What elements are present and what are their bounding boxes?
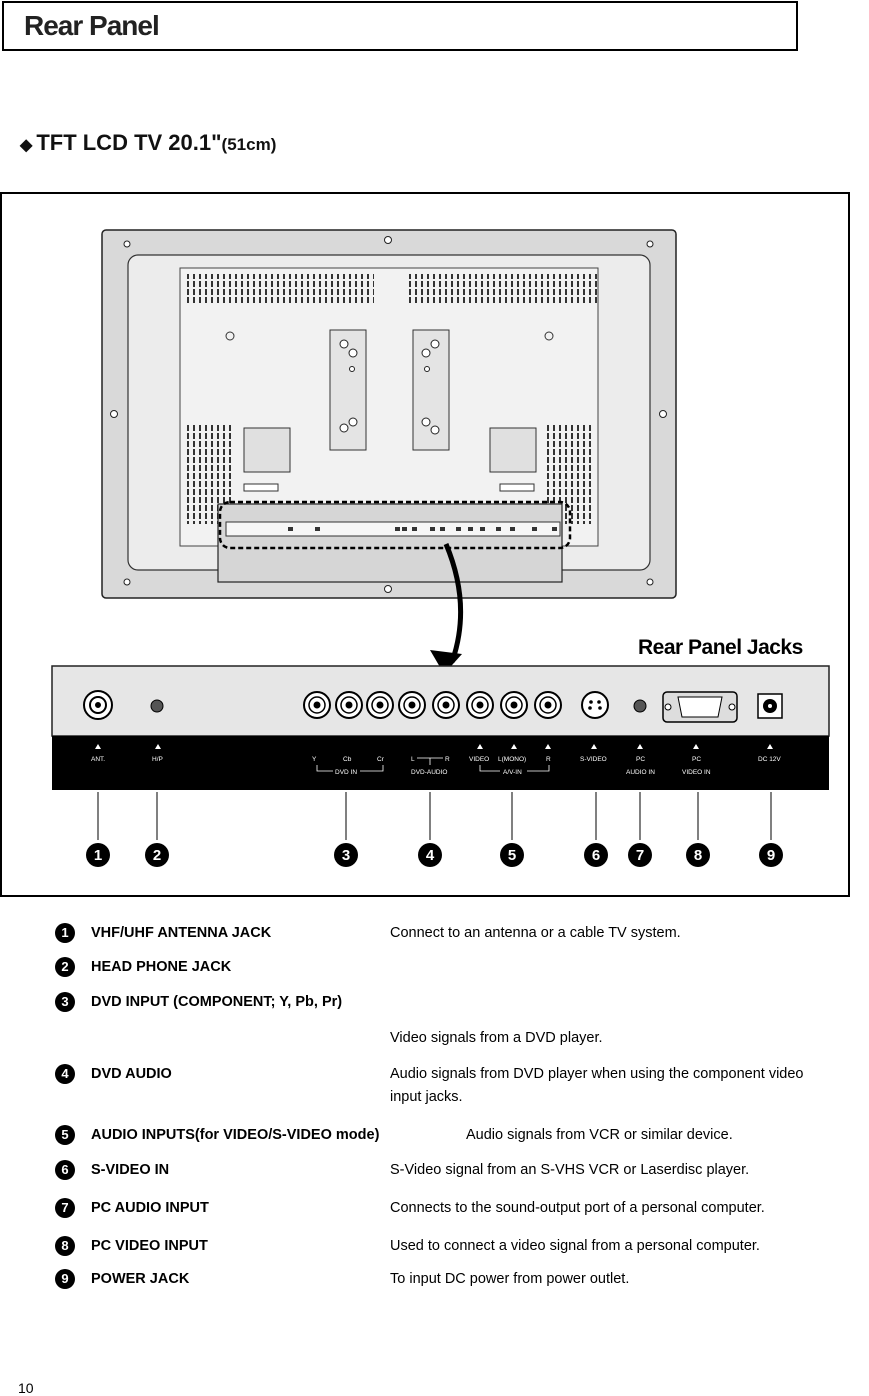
callout-number: 4 [426, 847, 435, 864]
label-hp: H/P [152, 756, 163, 763]
list-item: 2 HEAD PHONE JACK [0, 956, 869, 984]
title-box [2, 1, 798, 51]
list-item: 5 AUDIO INPUTS(for VIDEO/S-VIDEO mode) Aud… [0, 1124, 869, 1152]
label-y: Y [312, 756, 317, 763]
item-label: HEAD PHONE JACK [91, 959, 232, 975]
callout-number: 6 [592, 847, 600, 864]
tv-stand [217, 503, 563, 583]
callout-badge [500, 843, 524, 867]
item-number-badge: 5 [55, 1125, 75, 1145]
section-title: TFT LCD TV 20.1" [36, 130, 222, 155]
item-description: To input DC power from power outlet. [390, 1271, 630, 1287]
list-item: 9 POWER JACK To input DC power from power … [0, 1268, 869, 1296]
list-item: 8 PC VIDEO INPUT Used to connect a video s… [0, 1235, 869, 1263]
screw-icon [659, 410, 667, 418]
section-title-suffix: (51cm) [221, 135, 277, 154]
list-item: 1 VHF/UHF ANTENNA JACK Connect to an anten… [0, 922, 869, 950]
callout-number: 3 [342, 847, 350, 864]
section-heading: ◆TFT LCD TV 20.1"(51cm) [20, 130, 276, 156]
screw-icon [110, 410, 118, 418]
item-description: Audio signals from DVD player when using… [390, 1066, 804, 1082]
item-description: Connects to the sound-output port of a p… [390, 1200, 765, 1216]
list-item: Video signals from a DVD player. [0, 1027, 869, 1055]
page-number: 10 [18, 1380, 34, 1396]
list-item: 4 DVD AUDIO Audio signals from DVD player … [0, 1063, 869, 1105]
callout-number: 9 [767, 847, 775, 864]
label-pc2: PC [692, 756, 701, 763]
callout-badge [759, 843, 783, 867]
label-av-in: A/V-IN [503, 769, 522, 776]
screw-icon [384, 585, 392, 593]
callout-badge [145, 843, 169, 867]
rear-panel-jacks-title: Rear Panel Jacks [638, 636, 803, 659]
label-lmono: L(MONO) [498, 756, 526, 763]
diamond-icon: ◆ [20, 137, 33, 154]
pc-audio-jack [633, 699, 647, 713]
label-l: L [411, 756, 415, 763]
connector-strip-small [225, 521, 561, 537]
top-right-vent [408, 274, 598, 304]
label-svideo: S-VIDEO [580, 756, 607, 763]
item-label: DVD INPUT (COMPONENT; Y, Pb, Pr) [91, 994, 343, 1010]
label-dc: DC 12V [758, 756, 781, 763]
item-description: Video signals from a DVD player. [390, 1030, 603, 1046]
callout-badge [418, 843, 442, 867]
item-description: Connect to an antenna or a cable TV syst… [390, 925, 681, 941]
callout-number: 8 [694, 847, 702, 864]
callout-badge [628, 843, 652, 867]
list-item: 3 DVD INPUT (COMPONENT; Y, Pb, Pr) [0, 991, 869, 1019]
label-audio-in: AUDIO IN [626, 769, 655, 776]
top-left-vent [184, 274, 374, 304]
item-number-badge: 6 [55, 1160, 75, 1180]
item-description-continued: input jacks. [390, 1089, 463, 1105]
item-label: S-VIDEO IN [91, 1162, 170, 1178]
item-label: AUDIO INPUTS(for VIDEO/S-VIDEO mode) [91, 1127, 380, 1143]
item-label: VHF/UHF ANTENNA JACK [91, 925, 272, 941]
item-label: PC AUDIO INPUT [91, 1200, 209, 1216]
label-video-in: VIDEO IN [682, 769, 711, 776]
pointer-arrow [443, 543, 464, 663]
label-ant: ANT. [91, 756, 105, 763]
item-description: Audio signals from VCR or similar device… [466, 1127, 733, 1143]
item-number-badge: 3 [55, 992, 75, 1012]
callout-number: 2 [153, 847, 161, 864]
item-label: PC VIDEO INPUT [91, 1238, 208, 1254]
item-number-badge: 1 [55, 923, 75, 943]
item-label: POWER JACK [91, 1271, 190, 1287]
item-number-badge: 2 [55, 957, 75, 977]
list-item: 7 PC AUDIO INPUT Connects to the sound-out… [0, 1197, 869, 1225]
label-pc: PC [636, 756, 645, 763]
callout-badge [334, 843, 358, 867]
item-number-badge: 4 [55, 1064, 75, 1084]
figure-frame [0, 192, 850, 897]
tv-rear-illustration: ANT. H/P Y Cb Cr DVD IN L R DVD-AUDIO VI… [51, 229, 830, 867]
label-dvd-in: DVD IN [335, 769, 357, 776]
item-description: Used to connect a video signal from a pe… [390, 1238, 760, 1254]
highlight-outline [218, 500, 572, 550]
jack-label-strip [52, 736, 829, 790]
item-description: S-Video signal from an S-VHS VCR or Lase… [390, 1162, 750, 1178]
item-number-badge: 7 [55, 1198, 75, 1218]
callout-badge [86, 843, 110, 867]
item-number-badge: 8 [55, 1236, 75, 1256]
item-label: DVD AUDIO [91, 1066, 172, 1082]
callout-number: 5 [508, 847, 516, 864]
callout-badge [686, 843, 710, 867]
label-dvd-audio: DVD-AUDIO [411, 769, 447, 776]
screw-icon [384, 236, 392, 244]
svideo-jack [581, 691, 609, 719]
callout-badge [584, 843, 608, 867]
label-cr: Cr [377, 756, 385, 763]
callout-number: 1 [94, 847, 102, 864]
list-item: 6 S-VIDEO IN S-Video signal from an S-VHS … [0, 1159, 869, 1187]
label-r: R [445, 756, 450, 763]
callout-number: 7 [636, 847, 644, 864]
label-cb: Cb [343, 756, 352, 763]
label-r2: R [546, 756, 551, 763]
item-number-badge: 9 [55, 1269, 75, 1289]
mount-bracket-left [329, 329, 367, 451]
page-title: Rear Panel [24, 10, 160, 41]
headphone-jack [150, 699, 164, 713]
label-video: VIDEO [469, 756, 489, 763]
